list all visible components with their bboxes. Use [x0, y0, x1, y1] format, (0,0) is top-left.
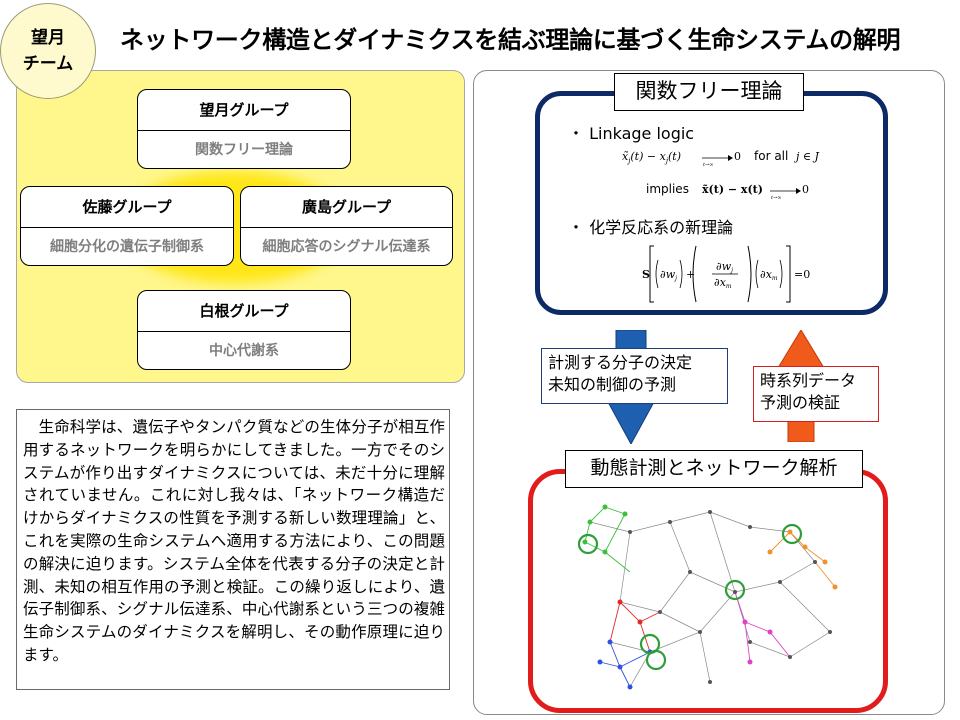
up-arrow-label: 時系列データ 予測の検証: [753, 366, 879, 422]
svg-text:x̃j(t) − xj(t): x̃j(t) − xj(t): [622, 150, 681, 165]
group-name: 佐藤グループ: [21, 187, 233, 228]
group-topic: 細胞分化の遺伝子制御系: [50, 239, 204, 255]
group-name: 望月グループ: [138, 90, 350, 131]
group-box-mochizuki: 望月グループ 関数フリー理論: [137, 89, 351, 169]
svg-text:0: 0: [734, 150, 741, 163]
analysis-header: 動態計測とネットワーク解析: [565, 450, 863, 488]
svg-text:x̃(t) − x(t): x̃(t) − x(t): [702, 183, 763, 196]
description-box: 生命科学は、遺伝子やタンパク質などの生体分子が相互作用するネットワークを明らかに…: [16, 409, 450, 690]
group-name: 廣島グループ: [241, 187, 452, 228]
svg-text:∂wj: ∂wj: [716, 260, 733, 274]
team-badge-line1: 望月: [31, 28, 65, 48]
down-label-line2: 未知の制御の予測: [548, 375, 677, 394]
svg-text:∂wj: ∂wj: [660, 268, 677, 282]
up-label-line2: 予測の検証: [760, 393, 841, 412]
group-box-shirane: 白根グループ 中心代謝系: [137, 290, 351, 370]
formula-implies: implies: [646, 182, 689, 196]
down-label-line1: 計測する分子の決定: [548, 353, 693, 372]
theory-box: [535, 91, 888, 315]
right-panel: [473, 70, 945, 715]
svg-text:j ∈ J: j ∈ J: [793, 150, 820, 163]
formula-for-all: for all: [754, 149, 788, 163]
page-title: ネットワーク構造とダイナミクスを結ぶ理論に基づく生命システムの解明: [120, 26, 901, 54]
bullet-chemical-theory: ・ 化学反応系の新理論: [568, 218, 734, 237]
bullet-linkage-logic: ・ Linkage logic: [568, 124, 695, 143]
theory-header: 関数フリー理論: [614, 73, 804, 111]
group-box-hiroshima: 廣島グループ 細胞応答のシグナル伝達系: [240, 186, 453, 266]
description-text: 生命科学は、遺伝子やタンパク質などの生体分子が相互作用するネットワークを明らかに…: [23, 418, 445, 664]
group-box-sato: 佐藤グループ 細胞分化の遺伝子制御系: [20, 186, 234, 266]
team-badge: 望月 チーム: [0, 3, 96, 99]
group-topic: 細胞応答のシグナル伝達系: [262, 239, 431, 255]
svg-text:∂xm: ∂xm: [714, 276, 732, 290]
svg-text:t→∞: t→∞: [771, 195, 781, 201]
network-graph: [577, 504, 838, 690]
svg-text:t→∞: t→∞: [703, 162, 713, 168]
chemical-matrix-formula: S ∂wj + ∂wj ∂xm ∂xm =0: [642, 245, 810, 303]
down-arrow-label: 計測する分子の決定 未知の制御の予測: [541, 348, 728, 404]
svg-text:=0: =0: [794, 268, 810, 281]
team-badge-line2: チーム: [22, 54, 74, 74]
svg-text:S: S: [642, 268, 650, 281]
group-topic: 関数フリー理論: [195, 142, 293, 158]
group-topic: 中心代謝系: [209, 343, 279, 359]
linkage-formula-2: implies x̃(t) − x(t) t→∞ 0: [646, 182, 809, 201]
svg-text:0: 0: [802, 183, 809, 196]
svg-text:∂xm: ∂xm: [760, 268, 778, 282]
svg-text:+: +: [686, 268, 695, 281]
up-label-line1: 時系列データ: [760, 371, 857, 390]
group-name: 白根グループ: [138, 291, 350, 332]
linkage-formula-1: x̃j(t) − xj(t) t→∞ 0 for all j ∈ J: [622, 149, 820, 168]
